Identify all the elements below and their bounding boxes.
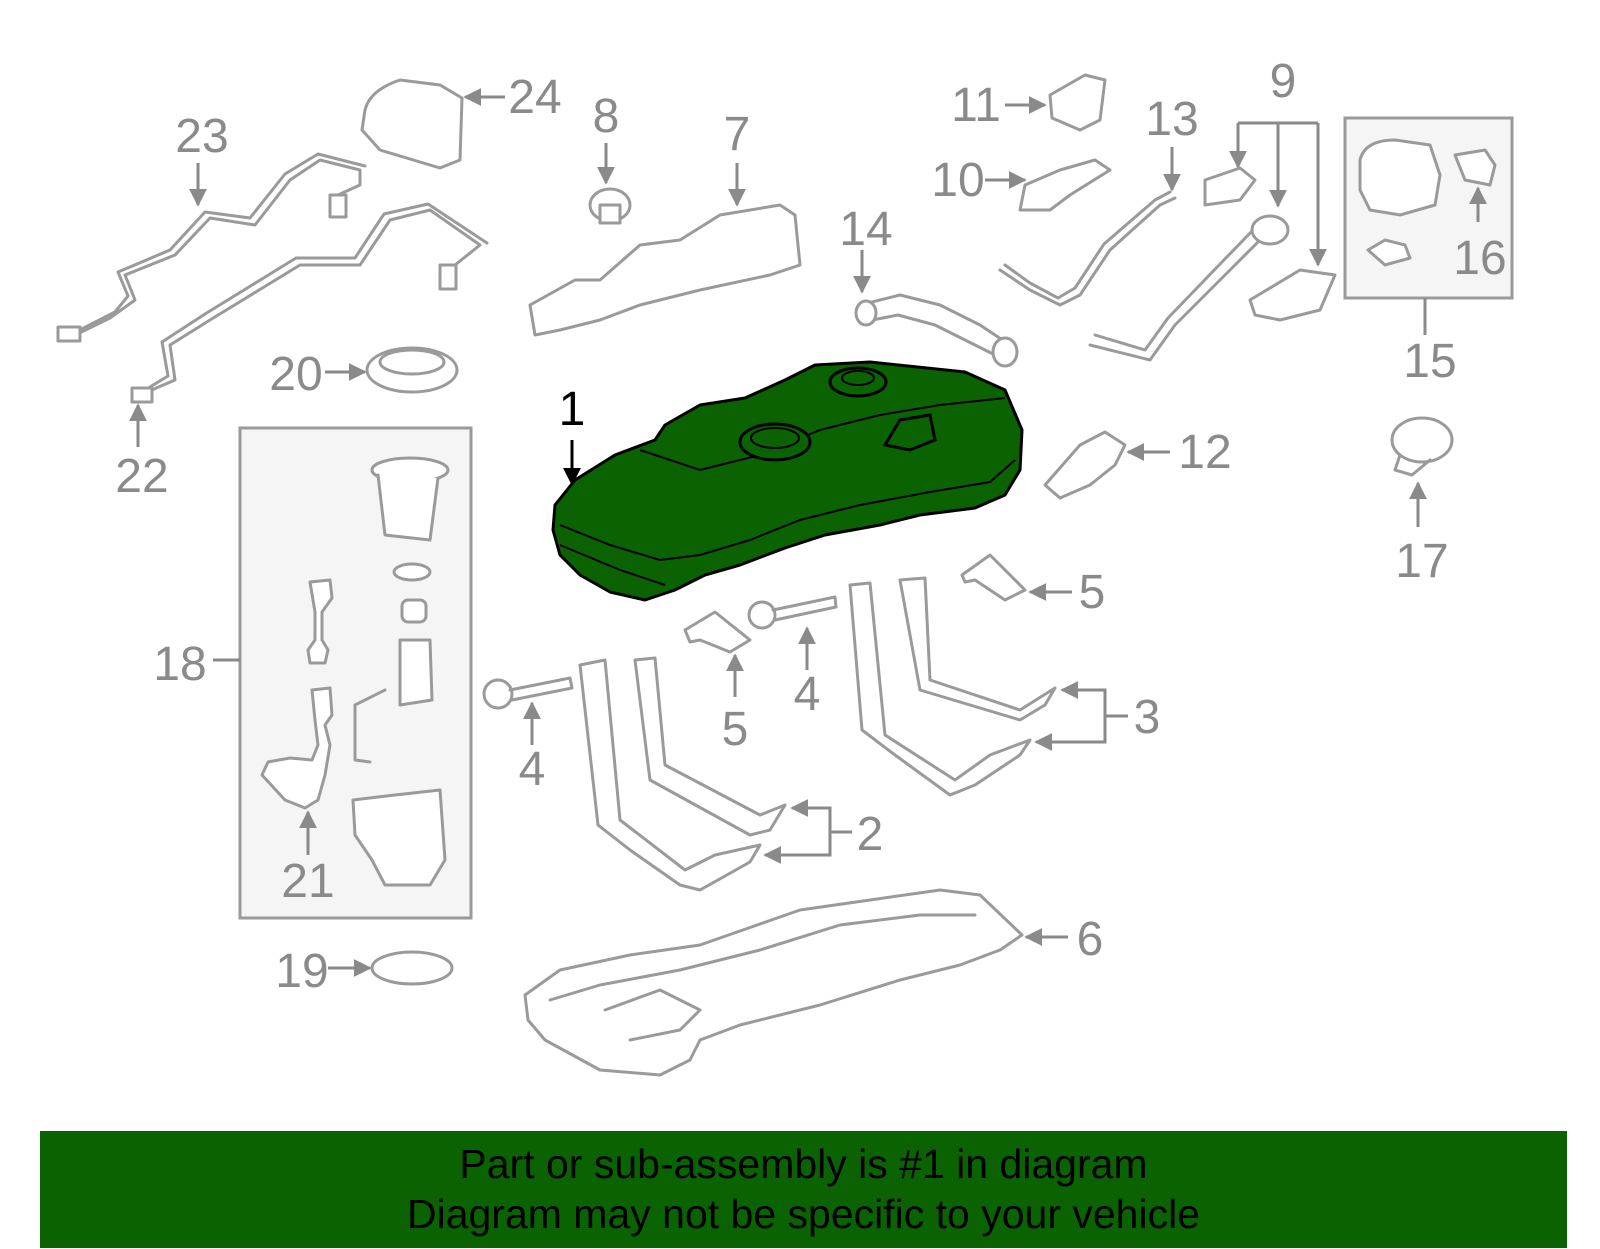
part-17-fuel-cap[interactable] — [1390, 416, 1454, 477]
part-15-grommet[interactable] — [1366, 238, 1412, 267]
part-16-hinge[interactable] — [1453, 148, 1497, 187]
part-3-tank-strap[interactable] — [848, 576, 1057, 797]
callout-4-left: 4 — [519, 743, 546, 796]
part-5-bracket-lower[interactable] — [683, 610, 752, 654]
callout-16: 16 — [1453, 232, 1506, 285]
part-23-wire-harness[interactable] — [56, 152, 367, 343]
leader-lines — [129, 88, 1487, 977]
part-7-heat-shield[interactable] — [528, 203, 802, 337]
part-4-bolt-left[interactable] — [482, 676, 574, 710]
callout-22: 22 — [115, 450, 168, 503]
part-6-skid-plate[interactable] — [523, 888, 1024, 1077]
part-5-bracket-upper[interactable] — [960, 553, 1027, 602]
callout-5-lower: 5 — [722, 703, 749, 756]
part-8-clip[interactable] — [588, 187, 632, 225]
callout-10: 10 — [931, 154, 984, 207]
callout-2: 2 — [857, 808, 884, 861]
part-4-bolt-right[interactable] — [747, 595, 838, 630]
callout-4-right: 4 — [794, 668, 821, 721]
part-24-cover[interactable] — [360, 78, 464, 170]
callout-23: 23 — [175, 110, 228, 163]
callout-9: 9 — [1270, 55, 1297, 108]
callout-1: 1 — [559, 383, 586, 436]
part-12-bracket[interactable] — [1043, 430, 1127, 500]
callout-8: 8 — [593, 90, 620, 143]
part-10-bracket[interactable] — [1018, 158, 1112, 212]
callout-24: 24 — [508, 71, 561, 124]
callout-15: 15 — [1403, 335, 1456, 388]
info-banner: Part or sub-assembly is #1 in diagram Di… — [40, 1131, 1567, 1248]
part-14-hose[interactable] — [854, 293, 1019, 368]
callout-13: 13 — [1145, 93, 1198, 146]
callout-labels: 1 2 3 4 4 5 5 6 7 8 9 10 11 12 13 14 15 … — [115, 55, 1506, 998]
callout-5-upper: 5 — [1079, 566, 1106, 619]
callout-6: 6 — [1077, 913, 1104, 966]
part-22-wire-harness[interactable] — [130, 202, 489, 404]
callout-18: 18 — [153, 638, 206, 691]
part-21-sender-gauge[interactable] — [260, 686, 334, 810]
part-1-fuel-tank[interactable] — [551, 360, 1024, 602]
callout-17: 17 — [1395, 535, 1448, 588]
part-15-filler-housing[interactable] — [1358, 138, 1442, 217]
callout-12: 12 — [1178, 426, 1231, 479]
part-18-fuel-pump-module[interactable] — [306, 456, 450, 887]
part-2-tank-strap[interactable] — [578, 656, 787, 892]
part-19-gasket[interactable] — [370, 950, 454, 986]
part-11-bracket[interactable] — [1048, 73, 1107, 132]
callout-14: 14 — [839, 203, 892, 256]
callout-19: 19 — [275, 945, 328, 998]
part-13-breather-tube[interactable] — [998, 196, 1177, 307]
callout-11: 11 — [951, 79, 1001, 132]
banner-line-1: Part or sub-assembly is #1 in diagram — [459, 1141, 1148, 1187]
callout-3: 3 — [1134, 691, 1161, 744]
callout-21: 21 — [281, 855, 334, 908]
callout-7: 7 — [724, 108, 751, 161]
banner-line-2: Diagram may not be specific to your vehi… — [406, 1191, 1200, 1237]
part-20-lock-ring[interactable] — [365, 346, 459, 394]
callout-20: 20 — [269, 348, 322, 401]
part-9-filler-neck[interactable] — [1088, 166, 1337, 362]
